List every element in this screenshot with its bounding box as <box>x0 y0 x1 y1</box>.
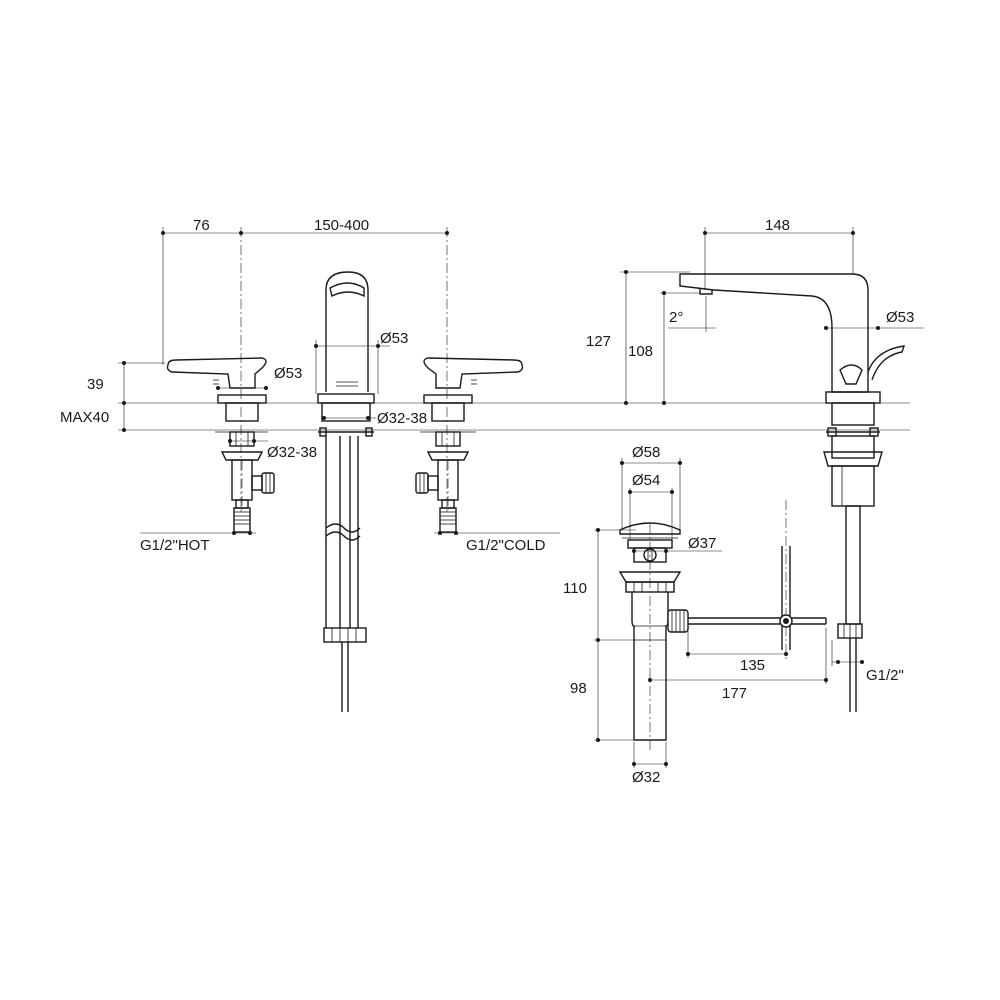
left-vertical-dims <box>122 361 126 432</box>
center-spout <box>314 271 390 712</box>
dim-177: 177 <box>722 685 747 702</box>
dim-drain-body: Ø37 <box>688 535 716 552</box>
dim-side-dia: Ø53 <box>886 309 914 326</box>
dim-98: 98 <box>570 680 587 697</box>
dim-max40: MAX40 <box>60 409 109 426</box>
side-view-spout <box>620 227 924 712</box>
label-cold: G1/2"COLD <box>466 537 546 554</box>
dim-spout-dia: Ø53 <box>380 330 408 347</box>
top-dimension-chain <box>161 227 449 515</box>
dim-76: 76 <box>193 217 210 234</box>
deck-lines <box>118 362 910 431</box>
dim-127: 127 <box>586 333 611 350</box>
dimension-labels: 76 150-400 148 39 MAX40 Ø53 Ø53 Ø53 Ø32-… <box>60 217 914 786</box>
cold-handle-valve <box>415 357 560 535</box>
label-side-thread: G1/2" <box>866 667 904 684</box>
dim-hole-dia-left: Ø32-38 <box>267 444 317 461</box>
dim-108: 108 <box>628 343 653 360</box>
hot-handle-valve <box>140 357 275 535</box>
dim-drain-pipe: Ø32 <box>632 769 660 786</box>
dim-handle-dia: Ø53 <box>274 365 302 382</box>
dim-150-400: 150-400 <box>314 217 369 234</box>
dim-39: 39 <box>87 376 104 393</box>
dim-drain-outer: Ø58 <box>632 444 660 461</box>
dim-148: 148 <box>765 217 790 234</box>
label-hot: G1/2"HOT <box>140 537 210 554</box>
dim-angle: 2° <box>669 309 683 326</box>
dim-135: 135 <box>740 657 765 674</box>
dim-drain-inner: Ø54 <box>632 472 660 489</box>
pop-up-drain <box>594 458 828 768</box>
dim-hole-dia-center: Ø32-38 <box>377 410 427 427</box>
dim-110: 110 <box>563 580 587 597</box>
